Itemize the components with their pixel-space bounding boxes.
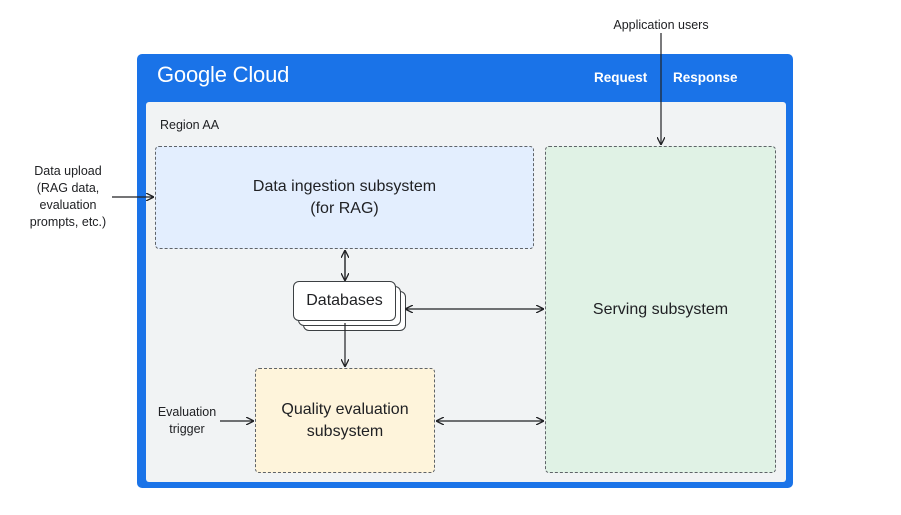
data-upload-label: Data upload (RAG data, evaluation prompt… xyxy=(29,164,107,229)
quality-evaluation-label: Quality evaluation subsystem xyxy=(281,400,409,440)
response-label: Response xyxy=(673,70,738,85)
data-ingestion-label: Data ingestion subsystem (for RAG) xyxy=(252,177,437,217)
region-label: Region AA xyxy=(160,118,220,132)
evaluation-trigger-label: Evaluation trigger xyxy=(157,405,217,436)
quality-evaluation-subsystem: Quality evaluation subsystem xyxy=(255,368,435,473)
request-label: Request xyxy=(594,70,648,85)
database-card-front: Databases xyxy=(293,281,396,321)
google-cloud-logo: Google Cloud xyxy=(157,62,290,87)
databases-label: Databases xyxy=(306,292,383,309)
data-ingestion-subsystem: Data ingestion subsystem (for RAG) xyxy=(155,146,534,249)
application-users-label: Application users xyxy=(613,18,709,32)
serving-subsystem: Serving subsystem xyxy=(545,146,776,473)
serving-label: Serving subsystem xyxy=(592,300,729,318)
databases-stack: Databases xyxy=(293,281,408,333)
